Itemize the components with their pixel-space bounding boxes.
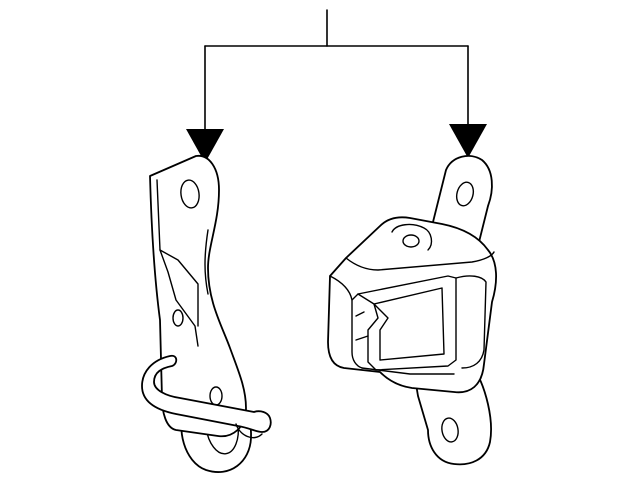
bottom-tab xyxy=(413,367,492,466)
slot-lip xyxy=(351,293,369,341)
bracket-rib-step xyxy=(159,249,199,327)
body-bottom-edge xyxy=(361,367,455,375)
boss-hole xyxy=(402,234,420,248)
right-hinge-mount xyxy=(327,155,497,466)
body-front-edge xyxy=(329,275,363,369)
arrow-right xyxy=(449,124,487,158)
wire-spring-hook xyxy=(235,423,263,439)
mount-body xyxy=(327,216,497,394)
callout-leader xyxy=(186,9,487,163)
boss-ring xyxy=(391,223,433,251)
arrow-left xyxy=(186,129,224,163)
bracket-rib-right xyxy=(204,229,209,295)
wire-spring xyxy=(141,354,272,433)
body-side-edge xyxy=(455,275,487,369)
bottom-tab-hole xyxy=(441,417,459,443)
mid-hole xyxy=(172,309,184,327)
slot-inner xyxy=(373,287,445,361)
top-tab xyxy=(431,155,493,247)
left-hinge-bracket xyxy=(141,155,272,473)
bracket-rib-left xyxy=(156,179,199,347)
upper-hole xyxy=(180,179,200,209)
body-top-edge xyxy=(345,251,495,271)
top-tab-hole xyxy=(455,181,475,207)
